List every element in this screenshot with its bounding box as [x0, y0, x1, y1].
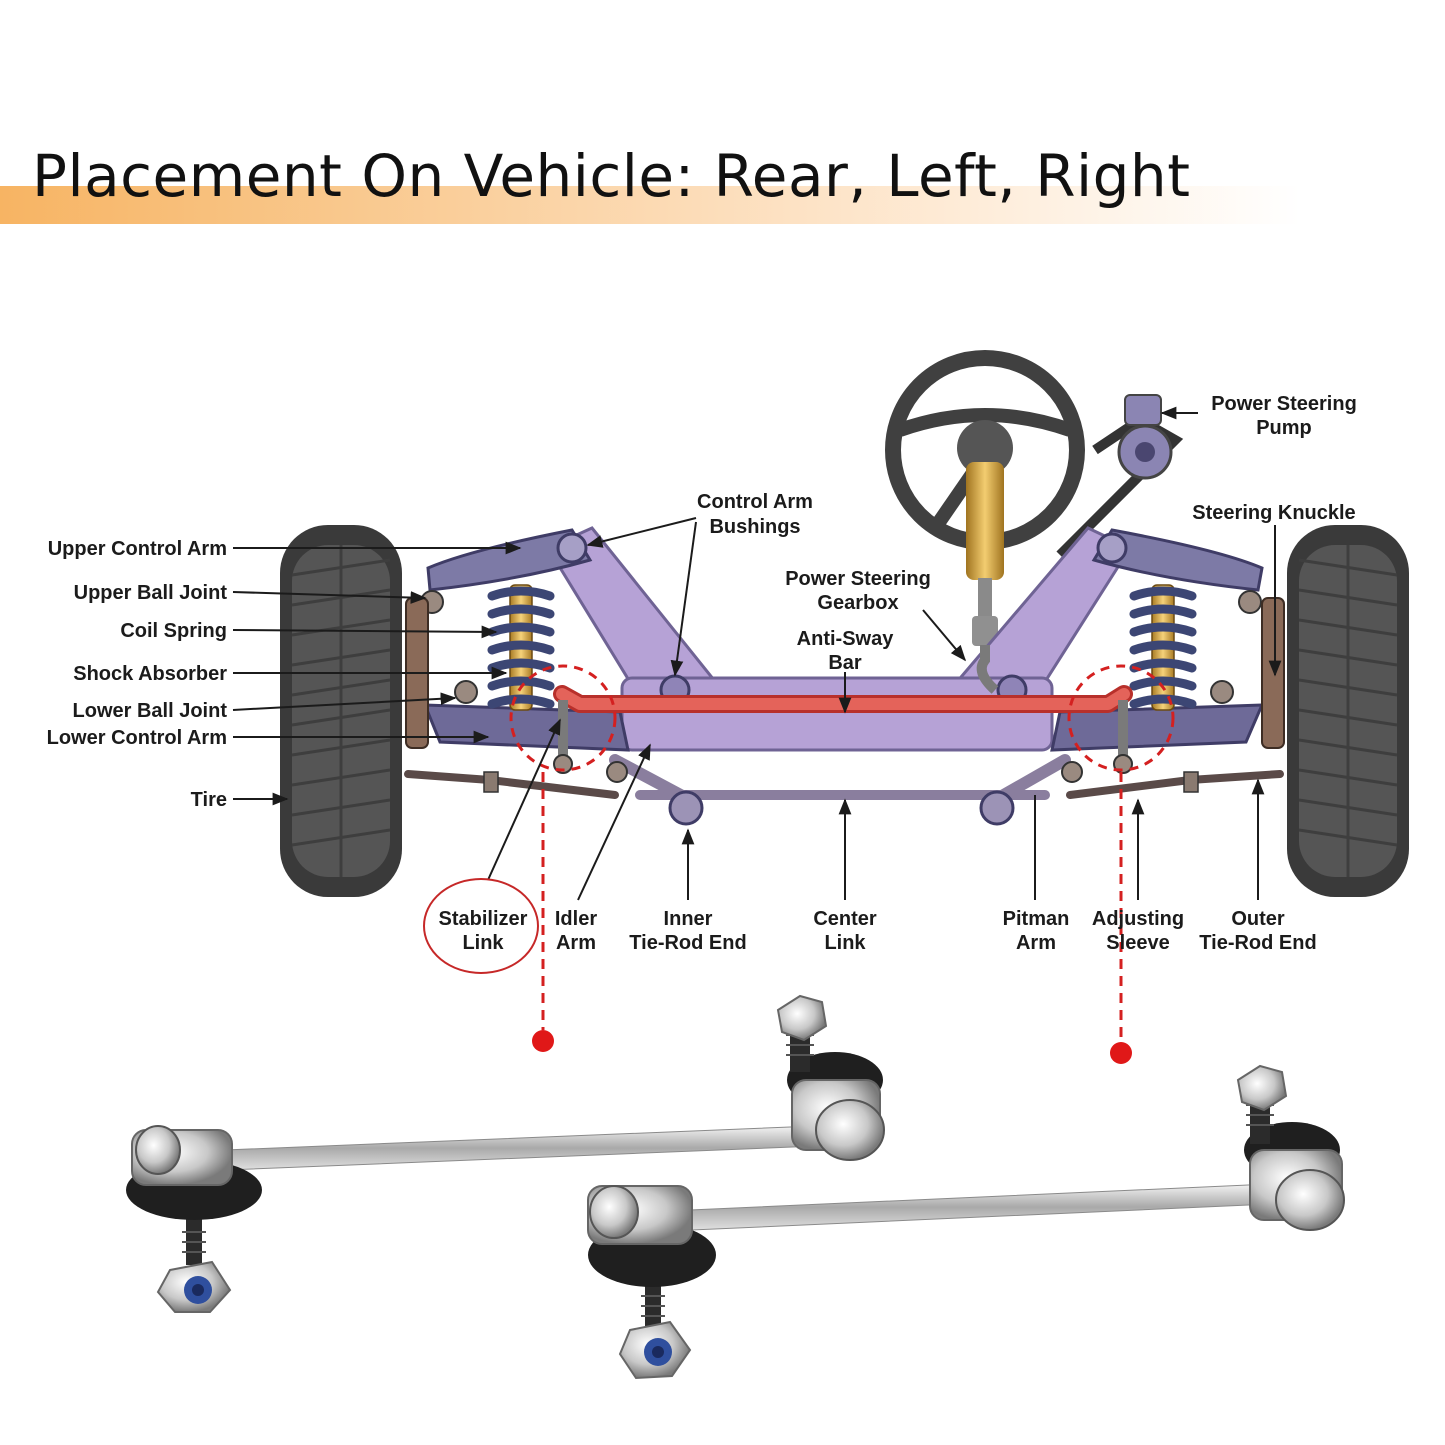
title-highlight-band: [0, 186, 1445, 224]
label-coil-spring: Coil Spring: [120, 620, 227, 642]
label-lower-control-arm: Lower Control Arm: [47, 727, 227, 749]
upper-ball-joint-leader: [232, 591, 427, 604]
lower-ball-joint-leader: [232, 692, 457, 711]
label-steering-knuckle: Steering Knuckle: [1192, 502, 1355, 524]
label-control-arm-bushings-line2: Bushings: [709, 516, 800, 538]
right-highlight-circle: [1067, 664, 1175, 772]
label-shock-absorber: Shock Absorber: [73, 663, 227, 685]
nut-icon: [776, 994, 828, 1042]
right-red-dot: [1110, 1042, 1132, 1064]
label-inner-tie-rod-end-line1: Inner: [664, 908, 713, 930]
power-steering-pump: [1056, 394, 1184, 559]
stabilizer-link-callout: [423, 878, 539, 974]
label-lower-ball-joint: Lower Ball Joint: [73, 700, 228, 722]
label-upper-ball-joint: Upper Ball Joint: [74, 582, 228, 604]
steering-column: [966, 462, 1004, 646]
label-upper-control-arm: Upper Control Arm: [48, 538, 227, 560]
label-adjusting-sleeve-line2: Sleeve: [1106, 932, 1169, 954]
left-red-dot: [532, 1030, 554, 1052]
label-pitman-arm-line1: Pitman: [1003, 908, 1070, 930]
label-power-steering-gearbox-line1: Power Steering: [785, 568, 931, 590]
label-anti-sway-bar-line2: Bar: [828, 652, 862, 674]
product-stabilizer-link-1: [126, 994, 885, 1313]
right-tire: [1287, 525, 1409, 897]
stabilizer-link-leader: [487, 718, 561, 881]
label-pitman-arm-line2: Arm: [1016, 932, 1056, 954]
right-steering-knuckle: [1261, 597, 1285, 749]
label-adjusting-sleeve-line1: Adjusting: [1092, 908, 1184, 930]
right-upper-control-arm: [1091, 528, 1264, 592]
label-inner-tie-rod-end-line2: Tie-Rod End: [629, 932, 746, 954]
label-tire: Tire: [191, 789, 227, 811]
label-control-arm-bushings-line1: Control Arm: [697, 491, 813, 513]
label-center-link-line1: Center: [813, 908, 877, 930]
page-title: Placement On Vehicle: Rear, Left, Right: [32, 142, 1191, 210]
right-coil-spring: [1129, 586, 1197, 709]
steering-linkage: [404, 645, 1284, 826]
label-stabilizer-link-line1: Stabilizer: [439, 908, 528, 930]
control-arm-bushings-leader-a: [586, 517, 697, 548]
label-outer-tie-rod-end-line2: Tie-Rod End: [1199, 932, 1316, 954]
label-outer-tie-rod-end-line1: Outer: [1231, 908, 1285, 930]
nut-icon: [1236, 1064, 1288, 1112]
label-power-steering-pump-line2: Pump: [1256, 417, 1312, 439]
label-center-link-line2: Link: [824, 932, 866, 954]
left-tire: [280, 525, 402, 897]
product-stabilizer-link-2: [587, 1064, 1345, 1380]
right-lower-control-arm: [1050, 590, 1265, 752]
label-idler-arm-line1: Idler: [555, 908, 597, 930]
power-steering-gearbox-leader: [922, 609, 967, 662]
label-stabilizer-link-line2: Link: [462, 932, 504, 954]
control-arm-bushings-leader-b: [670, 521, 697, 677]
idler-arm-leader: [577, 743, 651, 901]
label-idler-arm-line2: Arm: [556, 932, 596, 954]
label-power-steering-gearbox-line2: Gearbox: [817, 592, 898, 614]
left-upper-control-arm: [426, 528, 593, 592]
label-anti-sway-bar-line1: Anti-Sway: [797, 628, 895, 650]
label-power-steering-pump-line1: Power Steering: [1211, 393, 1357, 415]
left-highlight-circle: [509, 664, 617, 772]
coil-spring-leader: [232, 625, 498, 639]
